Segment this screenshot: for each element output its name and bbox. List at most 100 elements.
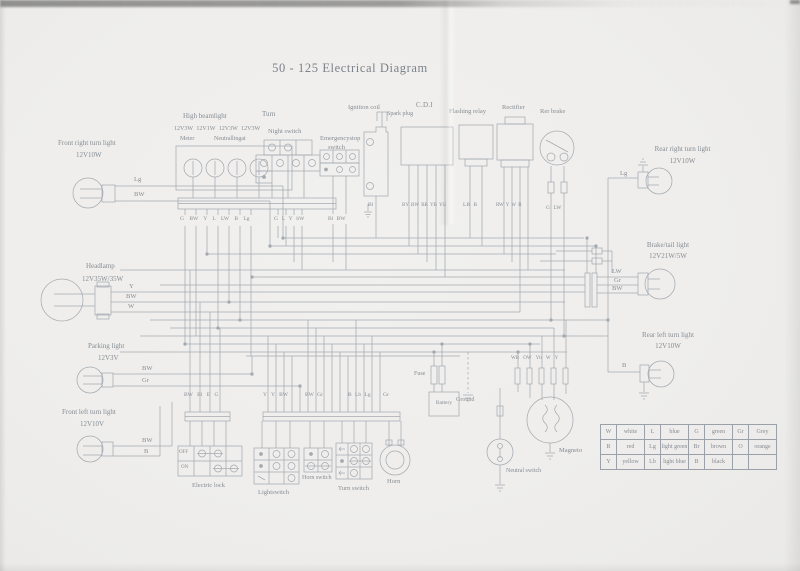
legend-code: B <box>688 454 705 470</box>
legend-code: Gr <box>732 424 749 440</box>
wire-lg-rear-right: Lg <box>620 170 628 177</box>
wire-pins-rear-brake: G LW <box>546 205 562 211</box>
legend-row: Y yellow Lb light blue B black <box>600 454 777 470</box>
legend-code: O <box>732 439 749 455</box>
wire-w-headlamp: W <box>128 303 135 310</box>
lightswitch <box>253 421 300 485</box>
ignition-coil-label: Ignition coil <box>348 104 380 111</box>
scan-edge-right <box>784 0 800 571</box>
flashing-relay-label: Flashing relay <box>449 108 487 115</box>
front-left-turn-name: Front left turn light <box>62 408 116 416</box>
horn <box>379 421 411 476</box>
wire-bw-front-right: BW <box>134 191 145 198</box>
legend-name: brown <box>704 439 733 455</box>
legend-row: R red Lg light green Br brown O orange <box>600 439 777 455</box>
front-right-turn-lamp <box>72 177 284 246</box>
rear-brake-switch <box>539 130 575 336</box>
turn-switch-label: Turn switch <box>338 485 370 492</box>
legend-row: W white L blue G green Gr Grey <box>600 424 777 440</box>
front-right-turn-name: Front right turn light <box>58 139 116 147</box>
top-bus-bar <box>177 197 372 356</box>
horn-label: Horn <box>387 478 401 485</box>
wire-pins-cdi: BY BW BR YB YG <box>402 203 447 208</box>
scan-edge-left <box>0 0 6 571</box>
rectifier <box>496 116 534 312</box>
spark-plug-label: Spark plug <box>387 111 414 117</box>
wire-pin-ignition: Bl <box>368 202 374 208</box>
wire-gr-brake-tail: Gr <box>614 277 621 284</box>
meter-label: Meter <box>180 136 195 142</box>
wire-pins-rectifier: RW Y W R <box>496 203 522 208</box>
wire-row-lightswitch: Y Y BW <box>263 392 288 398</box>
headlamp <box>40 278 585 322</box>
lightswitch-label: Lightswitch <box>258 489 290 496</box>
legend-code: G <box>688 424 705 440</box>
page-title: 50 - 125 Electrical Diagram <box>272 61 428 75</box>
legend-code: Lb <box>644 454 661 470</box>
legend-code <box>732 454 749 470</box>
legend-name: Grey <box>748 424 777 440</box>
electric-lock-label: Electric lock <box>192 482 226 489</box>
lock-on-label: ON <box>181 465 189 470</box>
legend-code: R <box>600 439 617 455</box>
high-beamlight-label: High beamlight <box>183 112 227 120</box>
emergency-label-2: switch <box>328 144 345 151</box>
front-left-turn-rating: 12V10V <box>80 420 105 428</box>
parking-light-name: Parking light <box>88 342 125 350</box>
fuse-battery-ground <box>428 342 473 417</box>
legend-name: red <box>616 439 645 455</box>
electric-lock <box>177 421 243 477</box>
cdi-label: C.D.I <box>416 101 434 109</box>
wire-lw-brake-tail: LW <box>612 268 622 275</box>
meter-ratings-label: 12V3W 12V1W 12V3W 12V3W <box>174 126 261 132</box>
scan-edge-bottom <box>0 563 800 571</box>
legend-name: yellow <box>616 454 645 470</box>
wire-row-turn: B Lb Lg <box>348 392 371 398</box>
scan-edge-top <box>0 0 800 7</box>
wire-row-meter: G BW Y L LW B Lg <box>180 216 250 222</box>
legend-name: blue <box>660 424 689 440</box>
legend-code: Y <box>600 454 617 470</box>
wire-lg-front-right: Lg <box>134 176 142 183</box>
legend-code: L <box>644 424 661 440</box>
neutral-switch <box>486 388 514 492</box>
wire-row-mid: BW Gr <box>305 392 323 398</box>
meter-cluster <box>175 145 293 198</box>
headlamp-name: Headlamp <box>86 262 115 270</box>
wiring-lines <box>40 111 676 492</box>
rear-brake-label: Rer brake <box>540 108 566 115</box>
wire-bw-front-left: BW <box>142 437 153 444</box>
wire-b-front-left: B <box>144 448 149 455</box>
legend-code: Lg <box>644 439 661 455</box>
wire-b-rear-left: B <box>622 362 627 369</box>
legend-name: white <box>616 424 645 440</box>
flashing-relay <box>458 124 494 246</box>
brake-tail-rating: 12V21W/5W <box>649 252 687 260</box>
legend-name: light blue <box>660 454 689 470</box>
horn-switch-label: Horn switch <box>302 475 332 481</box>
lock-off-label: OFF <box>179 450 189 455</box>
neutral-switch-label: Neutral switch <box>506 468 542 474</box>
fuse-label: Fuse <box>414 371 426 377</box>
battery-label: Battery <box>435 400 453 406</box>
horn-switch <box>303 421 333 473</box>
brake-tail-name: Brake/tail light <box>646 241 690 249</box>
rear-right-turn-name: Rear right turn light <box>654 145 711 153</box>
front-right-turn-rating: 12V10W <box>76 151 102 159</box>
wire-bw-headlamp: BW <box>126 293 137 300</box>
parking-lamp <box>76 366 300 394</box>
rear-left-turn-lamp <box>608 360 675 400</box>
magneto <box>514 320 574 460</box>
wire-row-lock: BW Bl E G <box>184 392 219 398</box>
brake-tail-lamp <box>540 238 676 308</box>
rear-left-turn-name: Rear left turn light <box>642 331 694 339</box>
wire-bw-brake-tail: BW <box>612 285 623 292</box>
rear-right-turn-lamp <box>607 158 673 372</box>
scan-corner-mark <box>790 0 800 4</box>
wire-gr-parking: Gr <box>142 377 149 384</box>
legend-code: Br <box>688 439 705 455</box>
emergency-label-1: Emergencystop <box>320 135 361 142</box>
wire-color-legend: W white L blue G green Gr Grey R red Lg … <box>600 424 777 470</box>
